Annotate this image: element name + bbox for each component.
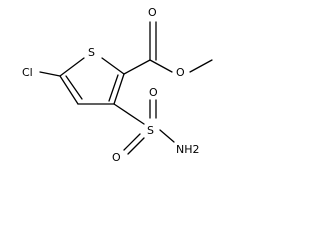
bond-c3-sulfonyl-s [113, 103, 145, 125]
bond-c5-cl [39, 71, 61, 77]
bond-c2-carbonyl [123, 59, 151, 75]
bond-carbonyl-ester-o [149, 59, 173, 73]
bond-c4-c5 [59, 75, 79, 105]
bond-c4-c5-double [65, 75, 83, 100]
atom-label-sulfonyl-oxygen-left: O [112, 151, 121, 164]
bond-s1-c5 [59, 57, 85, 77]
atom-label-carbonyl-oxygen: O [148, 6, 157, 19]
bond-c2-c3 [113, 73, 125, 105]
chemical-structure-diagram: S Cl O O O O S NH2 [22, 6, 213, 164]
bond-s-o-left-double [127, 137, 145, 155]
bond-s-o-left [123, 133, 141, 151]
bond-ester-o-methyl [189, 59, 213, 73]
atom-label-amine: NH2 [176, 143, 200, 156]
atom-label-sulfonyl-oxygen-top: O [149, 86, 158, 99]
atom-label-ester-oxygen: O [176, 66, 185, 79]
atom-label-ring-sulfur: S [88, 46, 95, 59]
atom-label-sulfonyl-sulfur: S [147, 124, 154, 137]
atom-label-chlorine: Cl [22, 66, 33, 79]
bond-c2-c3-double [108, 74, 119, 102]
bond-s1-c2 [101, 57, 125, 75]
bond-s-n [159, 129, 175, 143]
